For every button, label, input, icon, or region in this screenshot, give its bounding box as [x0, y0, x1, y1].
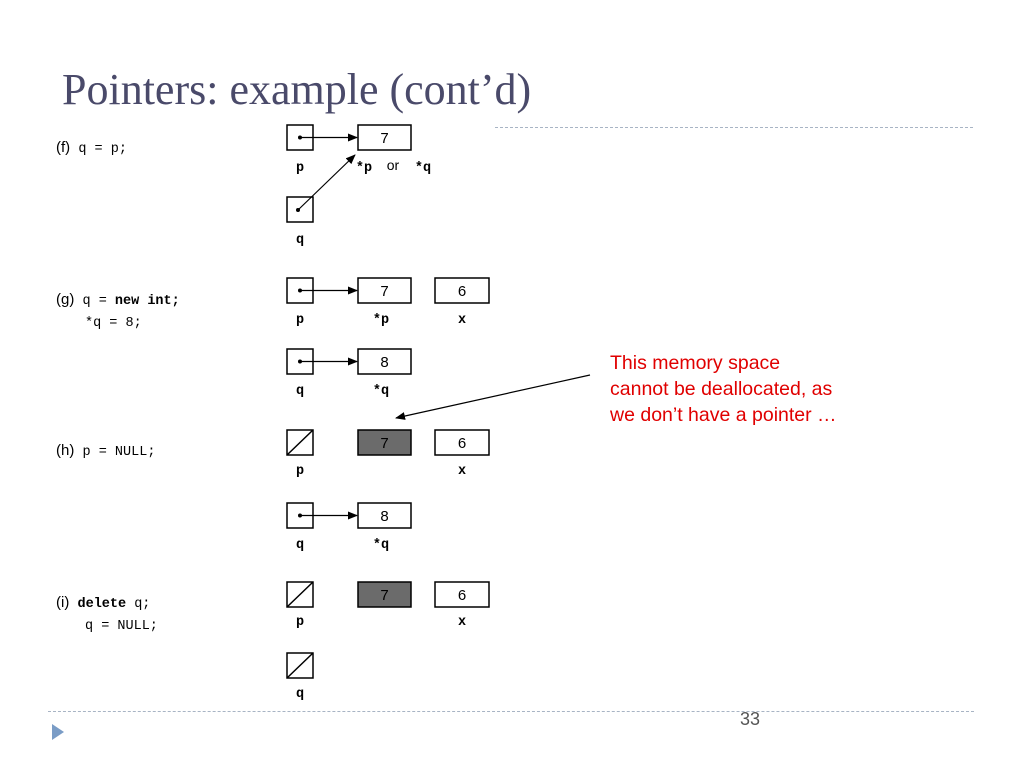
- null-slash: [286, 652, 314, 679]
- code-fragment: q =: [82, 294, 115, 309]
- footer-divider: [48, 711, 974, 712]
- pointer-label-p: p: [296, 313, 304, 328]
- step-code-line: q = p;: [78, 142, 127, 157]
- title-divider: [495, 127, 973, 128]
- step-code-line: q = NULL;: [85, 619, 158, 634]
- memory-cell-value: 6: [458, 587, 466, 604]
- step-h-label: (h) p = NULL;: [56, 441, 155, 463]
- memory-label: *q: [373, 384, 389, 399]
- step-tag: (g): [56, 291, 75, 308]
- memory-label: *p: [373, 313, 389, 328]
- step-code-line: p = NULL;: [82, 445, 156, 460]
- slide-title: Pointers: example (cont’d): [62, 65, 532, 114]
- null-slash: [286, 581, 314, 608]
- pointer-label-p: p: [296, 161, 304, 176]
- pointer-arrow: [297, 154, 356, 211]
- memory-cell-x: [434, 581, 490, 608]
- pointer-label-q: q: [296, 384, 304, 399]
- step-tag: (f): [56, 139, 71, 156]
- memory-cell-value: 7: [380, 283, 388, 300]
- memory-label: *q: [373, 538, 389, 553]
- pointer-label-p: p: [296, 464, 304, 479]
- memory-cell: [357, 348, 412, 375]
- step-code-line: delete q;: [78, 597, 151, 612]
- slide-marker-icon: [52, 724, 64, 740]
- diagram-step-f: 7 p *p or *q q: [286, 124, 431, 248]
- code-fragment-bold: new int;: [114, 294, 180, 309]
- step-g-label: (g) q = new int;: [56, 290, 180, 312]
- memory-label-x: x: [458, 464, 466, 479]
- pointer-label-q: q: [296, 233, 304, 248]
- orphaned-memory-cell: [357, 429, 412, 456]
- step-tag: (i): [56, 594, 70, 611]
- callout-arrow: [395, 374, 591, 420]
- pointer-label-q: q: [296, 687, 304, 702]
- memory-cell-x: [434, 277, 490, 304]
- memory-cell-x: [434, 429, 490, 456]
- step-g-line2: *q = 8;: [85, 312, 142, 334]
- code-fragment-bold: delete: [77, 597, 127, 612]
- callout-line: This memory space: [610, 352, 781, 374]
- memory-cell-value: 7: [380, 435, 388, 452]
- diagram-step-i: 7 6 p x q: [286, 581, 490, 702]
- callout-note: This memory space cannot be deallocated,…: [610, 350, 930, 428]
- step-i-line2: q = NULL;: [85, 615, 158, 637]
- step-code-line: q = new int;: [83, 294, 180, 309]
- pointer-label-q: q: [296, 538, 304, 553]
- memory-cell: [357, 502, 412, 529]
- memory-cell-value: 7: [380, 130, 388, 147]
- memory-label: *p: [356, 161, 372, 176]
- null-slash: [286, 429, 314, 456]
- null-pointer-box-q: [286, 652, 314, 679]
- step-tag: (h): [56, 442, 75, 459]
- memory-cell-value: 7: [380, 587, 388, 604]
- orphaned-memory-cell: [357, 581, 412, 608]
- memory-label-or: or: [387, 157, 400, 173]
- callout-line: we don’t have a pointer …: [610, 404, 837, 426]
- code-fragment: q;: [126, 597, 151, 612]
- memory-cell-value: 6: [458, 435, 466, 452]
- page-number: 33: [740, 709, 761, 729]
- memory-cell-value: 8: [380, 508, 388, 525]
- memory-label-x: x: [458, 313, 466, 328]
- callout-line: cannot be deallocated, as: [610, 378, 833, 400]
- memory-label: *q: [415, 161, 431, 176]
- step-code-line: *q = 8;: [85, 316, 142, 331]
- diagram-step-h: 7 6 p x 8 q *q: [286, 429, 490, 553]
- memory-label-x: x: [458, 615, 466, 630]
- memory-cell-value: 8: [380, 354, 388, 371]
- pointer-label-p: p: [296, 615, 304, 630]
- memory-cell: [357, 277, 412, 304]
- pointer-box-q: [286, 196, 314, 223]
- memory-cell: [357, 124, 412, 151]
- null-pointer-box-p: [286, 581, 314, 608]
- step-i-label: (i) delete q;: [56, 593, 150, 615]
- null-pointer-box-p: [286, 429, 314, 456]
- step-f-label: (f) q = p;: [56, 138, 127, 160]
- diagram-step-g: 7 6 p *p x 8 q *q: [286, 277, 490, 399]
- memory-cell-value: 6: [458, 283, 466, 300]
